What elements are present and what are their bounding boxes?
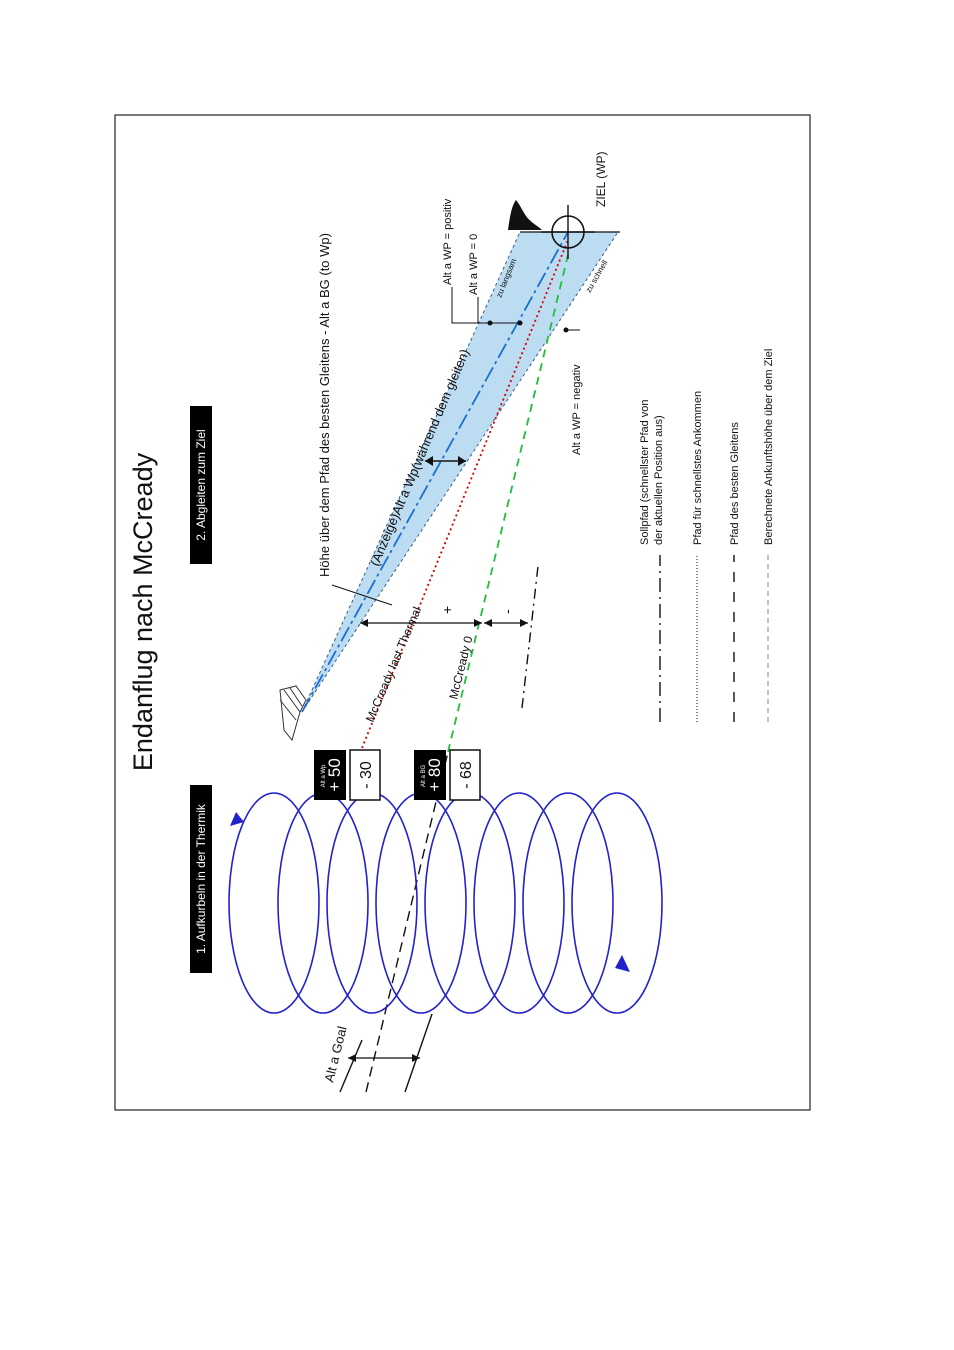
cone-edge-slow: [301, 231, 521, 713]
arrowhead: [458, 456, 466, 466]
arrowhead: [348, 1054, 356, 1062]
legend-label-sollpfad-2: der aktuellen Position aus): [653, 415, 665, 545]
arrow-icon: [230, 812, 244, 826]
spiral-arrow-icon: [615, 955, 630, 972]
wp-black-box: [314, 750, 346, 800]
alt-goal-right-line: [404, 1013, 433, 1093]
crosshair-icon: [541, 205, 595, 259]
legend-label-sollpfad-1: Sollpfad (schnellster Pfad von: [639, 399, 651, 545]
wp-white-value: - 30: [358, 761, 375, 789]
alt-goal-left-line: [339, 1039, 363, 1093]
arrowhead: [425, 456, 433, 466]
legend: Sollpfad (schnellster Pfad von der aktue…: [639, 349, 775, 722]
wp-zero-leader: [477, 297, 520, 324]
arrowhead: [412, 1054, 420, 1062]
center-glide-line: [301, 231, 569, 713]
wp-neg-label: Alt a WP = negativ: [571, 364, 583, 455]
glide-header: 2. Abgleiten zum Ziel: [194, 429, 208, 540]
thermal-header-box: [190, 785, 212, 973]
arrowhead: [484, 619, 492, 627]
bg-white-value: - 68: [458, 761, 475, 789]
ziel-label: ZIEL (WP): [594, 151, 608, 207]
hoehe-label: Höhe über dem Pfad des besten Gleitens -…: [317, 233, 332, 577]
bg-black-value: + 80: [425, 758, 444, 792]
wp-pos-label: Alt a WP = positiv: [442, 198, 454, 285]
glide-cone: [302, 232, 618, 712]
thermal-header: 1. Aufkurbeln in der Thermik: [194, 803, 208, 954]
arrowhead: [520, 619, 528, 627]
green-bestglide-path: [447, 254, 569, 753]
point-marker: [563, 327, 569, 333]
diagram-frame: [114, 114, 811, 1111]
point-marker: [517, 320, 523, 326]
reference-dashdot-line: [521, 565, 539, 709]
page-title: Endanflug nach McCready: [128, 452, 158, 771]
bg-white-box: [449, 749, 481, 801]
bg-caption: Alt a BG: [421, 764, 427, 787]
legend-label-bestglide: Pfad des besten Gleitens: [729, 422, 741, 545]
glider-icon: [279, 685, 307, 742]
wp-box-group: Alt a Wp + 50 - 30: [314, 749, 381, 801]
wp-black-value: + 50: [325, 758, 344, 792]
hoehe-leader: [331, 584, 393, 606]
wp-pos-leader: [451, 287, 490, 324]
bg-black-box: [414, 750, 446, 800]
legend-label-fast: Pfad für schnellstes Ankommen: [692, 391, 704, 545]
glide-header-box: [190, 406, 212, 564]
bg-box-group: Alt a BG + 80 - 68: [414, 749, 481, 801]
wp-caption: Alt a Wp: [321, 764, 327, 787]
black-dashed-path: [365, 751, 449, 1093]
minus-label: -: [499, 609, 515, 614]
arrowhead: [360, 619, 368, 627]
arrowhead: [474, 619, 482, 627]
point-marker: [487, 320, 493, 326]
mountain-icon: [508, 200, 542, 230]
red-fast-path: [361, 239, 569, 749]
legend-label-arrival: Berechnete Ankunftshöhe über dem Ziel: [763, 349, 775, 545]
wp-white-box: [349, 749, 381, 801]
plus-label: +: [439, 606, 455, 614]
wp-zero-label: Alt a WP = 0: [468, 234, 480, 295]
